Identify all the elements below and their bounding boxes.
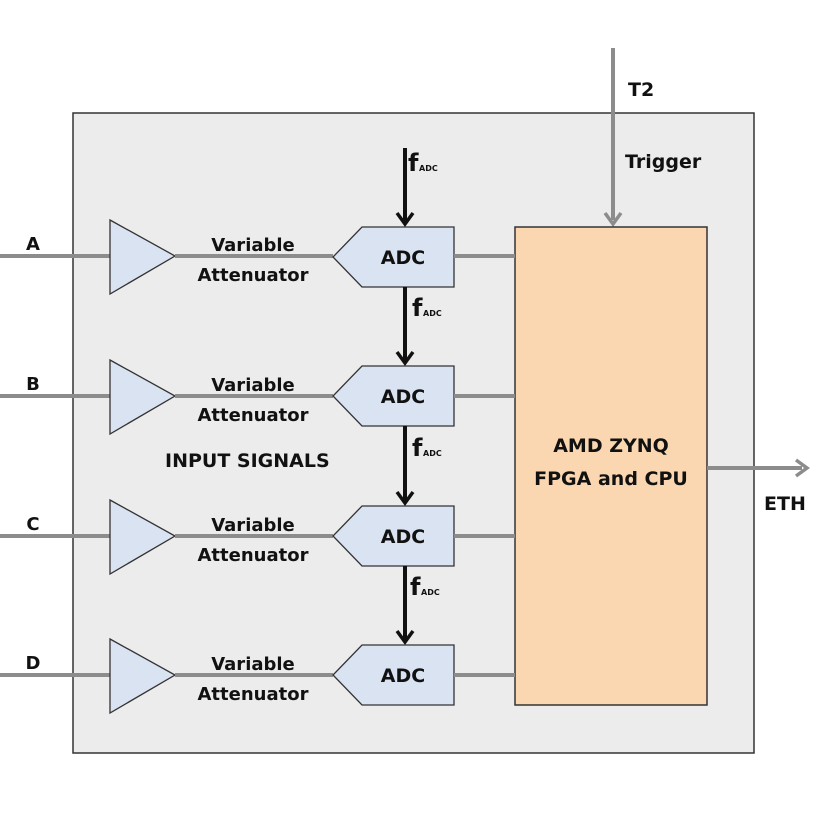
attenuator-label-line2: Attenuator <box>198 405 309 426</box>
clock-label-subscript: ADC <box>423 449 442 458</box>
adc-block <box>332 365 455 427</box>
input-label: B <box>26 374 40 395</box>
attenuator-label-line1: Variable <box>211 515 295 536</box>
input-signals-label: INPUT SIGNALS <box>165 450 330 472</box>
trigger-external-label: T2 <box>628 79 654 101</box>
input-label: C <box>26 514 39 535</box>
adc-block <box>332 644 455 706</box>
amplifier-icon <box>109 637 177 715</box>
attenuator-label-line2: Attenuator <box>198 684 309 705</box>
amplifier-icon <box>109 218 177 296</box>
amplifier-icon <box>109 358 177 436</box>
adc-label: ADC <box>381 247 425 269</box>
clock-arrowhead-icon <box>395 490 415 506</box>
attenuator-label-line1: Variable <box>211 235 295 256</box>
adc-label: ADC <box>381 386 425 408</box>
attenuator-label-line1: Variable <box>211 375 295 396</box>
clock-label-subscript: ADC <box>421 588 440 597</box>
clock-label-subscript: ADC <box>419 164 438 173</box>
fpga-label-line2: FPGA and CPU <box>534 468 688 490</box>
clock-label-subscript: ADC <box>423 309 442 318</box>
ethernet-arrowhead-icon <box>794 458 810 478</box>
input-label: D <box>26 653 41 674</box>
clock-arrowhead-icon <box>395 211 415 227</box>
clock-label: f <box>412 294 423 322</box>
trigger-arrowhead-icon <box>603 211 623 227</box>
input-label: A <box>26 234 40 255</box>
ethernet-label: ETH <box>764 493 806 515</box>
adc-block <box>332 226 455 288</box>
adc-label: ADC <box>381 526 425 548</box>
clock-arrowhead-icon <box>395 629 415 645</box>
clock-label: f <box>412 434 423 462</box>
trigger-internal-label: Trigger <box>625 151 702 173</box>
adc-block <box>332 505 455 567</box>
clock-arrowhead-icon <box>395 350 415 366</box>
attenuator-label-line2: Attenuator <box>198 545 309 566</box>
attenuator-label-line2: Attenuator <box>198 265 309 286</box>
attenuator-label-line1: Variable <box>211 654 295 675</box>
fpga-block <box>514 226 708 706</box>
clock-label: f <box>408 149 419 177</box>
amplifier-icon <box>109 498 177 576</box>
clock-label: f <box>410 573 421 601</box>
fpga-label-line1: AMD ZYNQ <box>553 435 669 457</box>
adc-label: ADC <box>381 665 425 687</box>
